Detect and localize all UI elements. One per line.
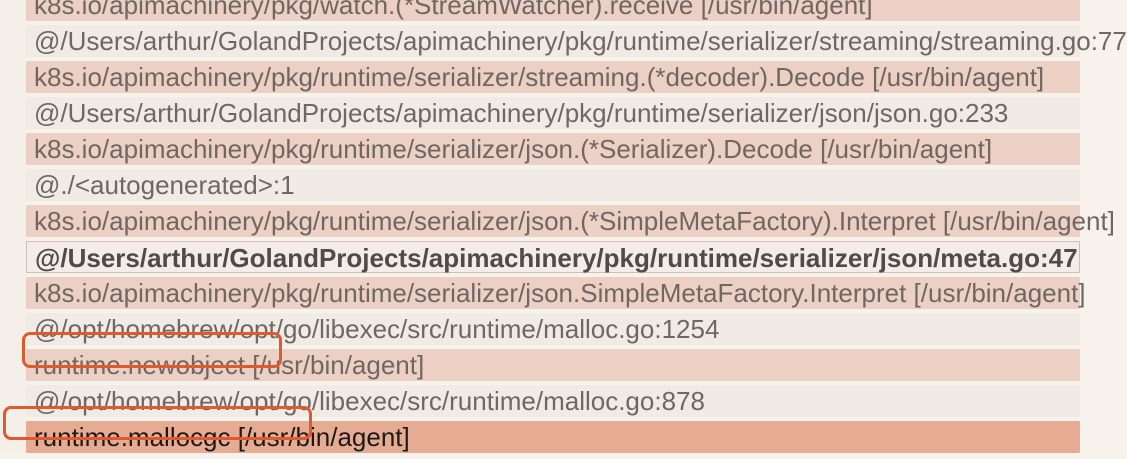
frame-label: k8s.io/apimachinery/pkg/runtime/serializ… xyxy=(34,278,1086,308)
frame-label: @/Users/arthur/GolandProjects/apimachine… xyxy=(34,26,1127,56)
frame-label: k8s.io/apimachinery/pkg/runtime/serializ… xyxy=(34,134,993,164)
frame-row-5[interactable]: k8s.io/apimachinery/pkg/runtime/serializ… xyxy=(26,133,1080,165)
frame-label: @/opt/homebrew/opt/go/libexec/src/runtim… xyxy=(34,386,705,416)
left-gutter xyxy=(0,0,26,453)
frame-row-2[interactable]: @/Users/arthur/GolandProjects/apimachine… xyxy=(26,25,1127,57)
frame-label: runtime.newobject [/usr/bin/agent] xyxy=(34,350,425,380)
frame-row-13[interactable]: runtime.mallocgc [/usr/bin/agent] xyxy=(26,421,1080,453)
frame-label: k8s.io/apimachinery/pkg/runtime/serializ… xyxy=(34,206,1115,236)
frame-label: @/Users/arthur/GolandProjects/apimachine… xyxy=(35,243,1078,273)
frame-row-6[interactable]: @./<autogenerated>:1 xyxy=(26,169,1080,201)
frame-row-10[interactable]: @/opt/homebrew/opt/go/libexec/src/runtim… xyxy=(26,313,1080,345)
frame-row-11[interactable]: runtime.newobject [/usr/bin/agent] xyxy=(26,349,1080,381)
frame-row-4[interactable]: @/Users/arthur/GolandProjects/apimachine… xyxy=(26,97,1080,129)
frame-row-3[interactable]: k8s.io/apimachinery/pkg/runtime/serializ… xyxy=(26,61,1080,93)
frame-label: k8s.io/apimachinery/pkg/watch.(*StreamWa… xyxy=(34,0,873,20)
frame-label: runtime.mallocgc [/usr/bin/agent] xyxy=(34,422,410,452)
frame-label: @/Users/arthur/GolandProjects/apimachine… xyxy=(34,98,1009,128)
frame-label: k8s.io/apimachinery/pkg/runtime/serializ… xyxy=(34,62,1045,92)
frame-label: @./<autogenerated>:1 xyxy=(34,170,295,200)
frame-row-9[interactable]: k8s.io/apimachinery/pkg/runtime/serializ… xyxy=(26,277,1086,309)
frame-label: @/opt/homebrew/opt/go/libexec/src/runtim… xyxy=(34,314,720,344)
frame-row-1[interactable]: k8s.io/apimachinery/pkg/watch.(*StreamWa… xyxy=(26,0,1080,21)
flame-graph: k8s.io/apimachinery/pkg/watch.(*StreamWa… xyxy=(26,0,1127,459)
frame-row-8-active[interactable]: @/Users/arthur/GolandProjects/apimachine… xyxy=(26,241,1080,273)
frame-row-12[interactable]: @/opt/homebrew/opt/go/libexec/src/runtim… xyxy=(26,385,1080,417)
frame-row-7[interactable]: k8s.io/apimachinery/pkg/runtime/serializ… xyxy=(26,205,1115,237)
